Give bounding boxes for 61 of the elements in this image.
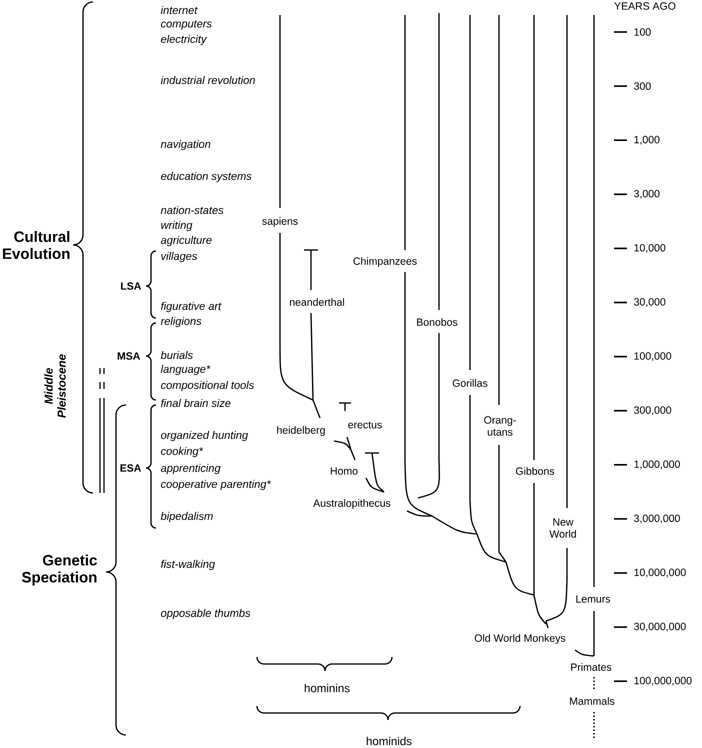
taxon-label: neanderthal xyxy=(290,298,344,306)
stage-label: ESA xyxy=(120,464,142,472)
year-label: 100 xyxy=(634,28,651,36)
milestone-label: computers xyxy=(161,20,212,30)
milestone-label: fist-walking xyxy=(161,560,215,570)
year-label: 300,000 xyxy=(634,406,672,416)
milestone-label: language* xyxy=(160,364,210,376)
taxon-label: heidelberg xyxy=(277,426,325,436)
taxon-label: Bonobos xyxy=(417,318,458,326)
milestone-label: writing xyxy=(161,220,192,232)
milestone-label: navigation xyxy=(160,140,210,150)
milestone-label: internet xyxy=(160,6,198,14)
milestone-label: burials xyxy=(160,350,193,360)
milestone-label: villages xyxy=(161,252,198,262)
milestone-label: cooking* xyxy=(161,446,204,458)
period-label: Middle Pleistocene xyxy=(44,354,66,418)
milestone-label: opposable thumbs xyxy=(161,608,250,620)
taxon-label: Old World Monkeys xyxy=(474,634,566,644)
year-label: 3,000 xyxy=(634,190,660,199)
milestone-label: education systems xyxy=(161,172,252,182)
year-label: 300 xyxy=(634,82,651,90)
milestone-label: apprenticing xyxy=(160,464,220,474)
milestone-label: electricity xyxy=(161,34,208,46)
taxon-label: Australopithecus xyxy=(313,499,390,509)
taxon-label: Gorillas xyxy=(452,379,488,387)
taxon-label: Primates xyxy=(571,663,612,671)
taxon-label: Gibbons xyxy=(516,467,554,475)
milestone-label: religions xyxy=(160,316,202,328)
taxon-label: sapiens xyxy=(262,217,298,227)
milestone-label: agriculture xyxy=(160,236,212,246)
taxon-label: erectus xyxy=(348,422,382,428)
milestone-label: industrial revolution xyxy=(160,76,255,84)
axis-title: YEARS AGO xyxy=(614,2,676,10)
year-label: 3,000,000 xyxy=(634,514,680,524)
stage-label: LSA xyxy=(121,282,142,290)
year-label: 10,000 xyxy=(634,244,666,253)
taxon-label: Chimpanzees xyxy=(353,257,417,267)
year-label: 10,000,000 xyxy=(634,568,686,578)
year-label: 1,000,000 xyxy=(634,460,680,470)
year-label: 100,000,000 xyxy=(634,676,692,686)
stage-label: MSA xyxy=(118,352,140,360)
taxon-label: Homo xyxy=(330,467,358,475)
taxon-label: Orang-utans xyxy=(484,416,516,436)
taxon-label: Lemurs xyxy=(576,595,610,603)
milestone-label: figurative art xyxy=(161,302,222,312)
year-label: 30,000 xyxy=(634,298,666,307)
milestone-label: organized hunting xyxy=(161,430,248,442)
milestone-label: nation-states xyxy=(160,206,224,214)
milestone-label: bipedalism xyxy=(160,512,213,522)
group-heading: Genetic Speciation xyxy=(22,554,97,586)
year-label: 1,000 xyxy=(634,136,660,145)
clade-label: hominids xyxy=(366,736,412,746)
group-heading: Cultural Evolution xyxy=(3,231,70,259)
taxon-label: New World xyxy=(549,518,576,538)
taxon-label: Mammals xyxy=(570,697,614,705)
milestone-label: cooperative parenting* xyxy=(161,480,271,490)
year-label: 30,000,000 xyxy=(634,622,686,632)
milestone-label: final brain size xyxy=(161,398,231,408)
milestone-label: compositional tools xyxy=(161,380,254,392)
clade-label: hominins xyxy=(304,684,350,692)
year-label: 100,000 xyxy=(634,352,672,361)
